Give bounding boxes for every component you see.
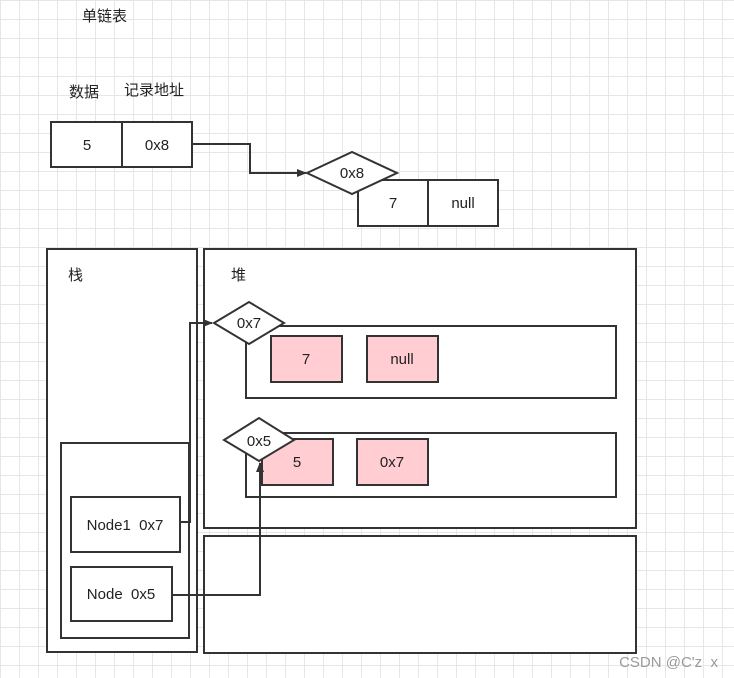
heap-object-0x5-next-field xyxy=(356,438,429,486)
data-column-label: 数据 xyxy=(69,83,99,101)
heap-object-0x5-value: 5 xyxy=(293,454,301,471)
top-node-2: 7 null xyxy=(357,179,499,227)
top-node-2-next: null xyxy=(451,195,474,212)
top-node-2-next-cell xyxy=(427,179,499,227)
heap-object-0x7-next: null xyxy=(390,351,413,368)
heap-object-0x7-data-field xyxy=(270,335,343,383)
stack-node0-pointer-arrow xyxy=(172,462,264,596)
stack-panel: 栈 Node1 0x7 Node 0x5 xyxy=(46,248,198,653)
top-node-1-value: 5 xyxy=(83,137,91,154)
stack-var-node1 xyxy=(70,496,181,553)
stack-label: 栈 xyxy=(68,266,83,284)
address-column-label: 记录地址 xyxy=(124,81,184,99)
stack-var-node0 xyxy=(70,566,173,622)
diagram-title: 单链表 xyxy=(82,7,127,25)
top-node-1: 5 0x8 xyxy=(50,121,193,168)
stack-var-node0-label: Node 0x5 xyxy=(87,586,155,603)
address-diamond-0x5: 0x5 xyxy=(222,416,296,463)
heap-label: 堆 xyxy=(231,266,246,284)
top-node-1-data-cell xyxy=(50,121,123,168)
heap-panel: 堆 7 null 5 0x7 xyxy=(203,248,637,654)
heap-lower-box xyxy=(203,535,637,654)
top-link-arrow xyxy=(192,143,307,177)
address-diamond-0x7: 0x7 xyxy=(212,300,286,346)
heap-object-0x5: 5 0x7 xyxy=(245,432,617,498)
address-diamond-0x8: 0x8 xyxy=(304,150,400,196)
stack-node1-pointer-arrow xyxy=(180,319,213,523)
stack-var-node1-label: Node1 0x7 xyxy=(87,517,164,534)
top-node-2-data-cell xyxy=(357,179,429,227)
top-node-2-value: 7 xyxy=(389,195,397,212)
top-node-1-next-cell xyxy=(121,121,193,168)
diamond-0x7-label: 0x7 xyxy=(237,315,261,332)
diamond-0x5-label: 0x5 xyxy=(247,433,271,450)
diamond-0x8-label: 0x8 xyxy=(340,165,364,182)
heap-object-0x7-value: 7 xyxy=(302,351,310,368)
heap-object-0x7-next-field xyxy=(366,335,439,383)
top-node-1-next: 0x8 xyxy=(145,137,169,154)
heap-object-0x7: 7 null xyxy=(245,325,617,399)
heap-object-0x5-next: 0x7 xyxy=(380,454,404,471)
watermark: CSDN @C'z x xyxy=(619,654,718,671)
